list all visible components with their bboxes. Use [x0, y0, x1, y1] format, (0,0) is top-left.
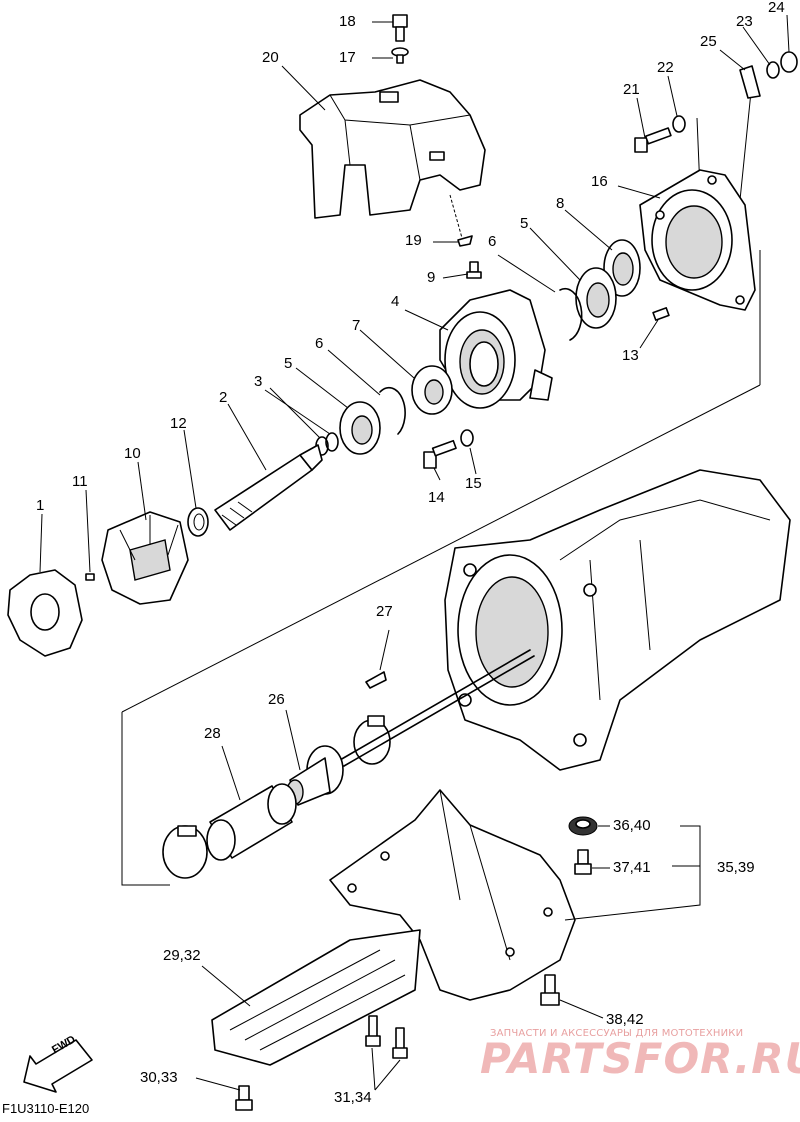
part-18-bolt: [392, 14, 408, 42]
part-36-nut: [568, 816, 598, 836]
part-37-bolt: [574, 849, 592, 875]
callout-5-lower: 5: [284, 355, 293, 372]
part-13-pin: [652, 307, 670, 321]
part-17-washer: [391, 47, 409, 64]
callout-19: 19: [405, 232, 422, 249]
callout-3: 3: [254, 373, 263, 390]
hose-clamp-upper: [353, 715, 391, 765]
part-24-nut: [780, 51, 798, 73]
part-35-bracket: [329, 789, 576, 1001]
part-14-bolt: [423, 439, 457, 469]
drive-shaft: [339, 649, 535, 767]
fwd-arrow-icon: [23, 1039, 93, 1093]
callout-30-33: 30,33: [140, 1069, 178, 1086]
callout-6-lower: 6: [315, 335, 324, 352]
callout-29-32: 29,32: [163, 947, 201, 964]
callout-7: 7: [352, 317, 361, 334]
callout-4: 4: [391, 293, 400, 310]
callout-16: 16: [591, 173, 608, 190]
callout-12: 12: [170, 415, 187, 432]
callout-5-upper: 5: [520, 215, 529, 232]
part-28-sleeve: [206, 783, 297, 861]
watermark-subtitle: ЗАПЧАСТИ И АКСЕССУАРЫ ДЛЯ МОТОТЕХНИКИ: [490, 1028, 744, 1039]
part-19-clip: [457, 235, 473, 247]
callout-37-41: 37,41: [613, 859, 651, 876]
callout-21: 21: [623, 81, 640, 98]
callout-9: 9: [427, 269, 436, 286]
part-29-ride-plate: [211, 929, 421, 1066]
part-15-washer: [460, 429, 474, 447]
part-21-bolt: [634, 127, 672, 153]
part-6-circlip-lower: [379, 386, 406, 435]
part-6-circlip-upper: [559, 288, 583, 341]
part-1-coupling: [7, 569, 83, 657]
callout-18: 18: [339, 13, 356, 30]
part-25-bracket: [739, 65, 761, 99]
callout-20: 20: [262, 49, 279, 66]
callout-10: 10: [124, 445, 141, 462]
callout-23: 23: [736, 13, 753, 30]
callout-25: 25: [700, 33, 717, 50]
callout-6-upper: 6: [488, 233, 497, 250]
part-30-bolt: [235, 1085, 253, 1111]
callout-17: 17: [339, 49, 356, 66]
callout-14: 14: [428, 489, 445, 506]
part-38-bolt: [540, 974, 560, 1006]
watermark-logo: PARTSFOR.RU: [480, 1034, 800, 1083]
intermediate-housing: [444, 469, 791, 771]
part-20-cover: [299, 79, 486, 219]
part-31-bolts: [365, 1015, 408, 1059]
callout-26: 26: [268, 691, 285, 708]
assembly-outline: [121, 81, 761, 886]
part-4-housing: [439, 289, 553, 409]
part-27-screw: [365, 671, 387, 689]
callout-35-39: 35,39: [717, 859, 755, 876]
callout-22: 22: [657, 59, 674, 76]
part-9-nipple: [466, 261, 482, 279]
callout-38-42: 38,42: [606, 1011, 644, 1028]
callout-15-label: 15: [465, 475, 482, 492]
part-5-bearing-upper: [575, 267, 617, 329]
callout-13-label: 13: [622, 347, 639, 364]
diagram-code: F1U3110-E120: [2, 1101, 90, 1116]
callout-36-40: 36,40: [613, 817, 651, 834]
part-10-impeller: [101, 511, 189, 605]
callout-2: 2: [219, 389, 228, 406]
part-12-seal: [187, 507, 209, 537]
callout-24: 24: [768, 0, 785, 16]
part-2-shaft: [214, 444, 323, 531]
part-22-washer: [672, 115, 686, 133]
hose-clamp-lower: [162, 825, 208, 879]
callout-28: 28: [204, 725, 221, 742]
callout-8: 8: [556, 195, 565, 212]
callout-1: 1: [36, 497, 45, 514]
part-11-pin: [85, 573, 95, 581]
leader-lines: [39, 14, 790, 1091]
callout-27: 27: [376, 603, 393, 620]
part-7-seal: [411, 365, 453, 415]
part-23-washer: [766, 61, 780, 79]
part-16-flange: [639, 169, 756, 311]
callout-11: 11: [72, 473, 88, 490]
callout-31-34: 31,34: [334, 1089, 372, 1106]
part-5-bearing-lower: [339, 401, 381, 455]
